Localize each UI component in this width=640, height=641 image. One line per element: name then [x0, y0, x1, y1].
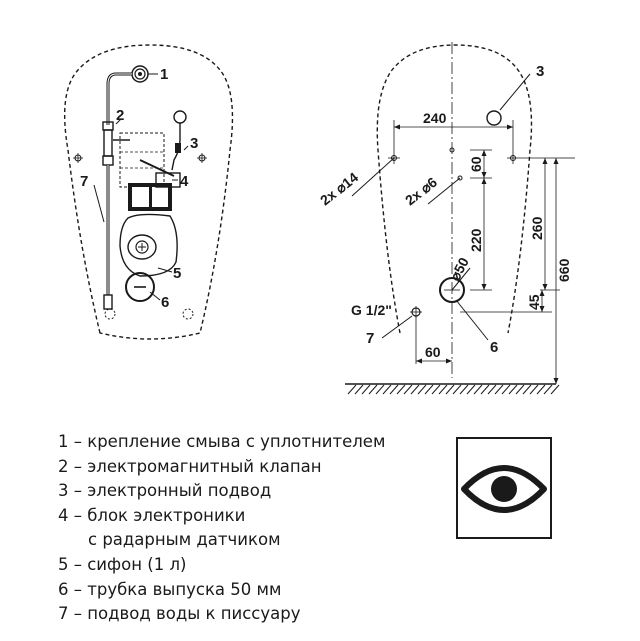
eye-symbol-box [456, 437, 552, 539]
floor-hatch-line [347, 384, 357, 395]
callout-6: 6 [161, 294, 169, 311]
floor-hatch-line [410, 384, 420, 395]
right-urinal-outline [376, 44, 533, 334]
lead-hole [486, 110, 502, 126]
technical-drawing: 1 2 3 4 5 6 7 3 [64, 42, 575, 395]
callout-4: 4 [180, 173, 189, 190]
dim-45 [460, 290, 552, 313]
floor-hatch-line [354, 384, 364, 395]
floor-hatch-line [389, 384, 399, 395]
legend-item-4-continuation: с радарным датчиком [88, 530, 281, 550]
floor-hatch-line [375, 384, 385, 395]
siphon-body [119, 213, 178, 277]
floor-hatch-line [459, 384, 469, 395]
dim-260-label: 260 [529, 216, 545, 240]
floor-hatch-line [438, 384, 448, 395]
supply-pipe-connector [103, 294, 113, 310]
right-callout-7: 7 [366, 330, 374, 347]
floor-hatch-line [396, 384, 406, 395]
dim-60-220 [470, 149, 492, 291]
dim-660 [553, 157, 575, 384]
dim-45-label: 45 [526, 294, 542, 310]
floor-hatch-line [508, 384, 518, 395]
legend-item-1: 1 – крепление смыва с уплотнителем [58, 432, 386, 451]
floor-hatch-line [522, 384, 532, 395]
left-urinal-outline [64, 44, 234, 340]
floor-hatch-line [382, 384, 392, 395]
legend-item-5: 5 – сифон (1 л) [58, 554, 187, 574]
legend-list: 1 – крепление смыва с уплотнителем 2 – э… [58, 430, 385, 627]
small-hole-mid [457, 175, 463, 181]
electronic-lead [171, 110, 187, 171]
dim-240 [393, 120, 514, 152]
floor-hatch-line [494, 384, 504, 395]
floor-hatch-line [431, 384, 441, 395]
dim-60-horizontal-label: 60 [425, 344, 441, 360]
outlet-tube [125, 272, 155, 302]
right-callout-6: 6 [490, 339, 498, 356]
right-callout-3: 3 [536, 63, 544, 80]
left-bottom-hole-left [104, 308, 116, 320]
floor-hatch-line [466, 384, 476, 395]
legend-item-7: 7 – подвод воды к писсуару [58, 604, 301, 624]
floor-hatch-line [529, 384, 539, 395]
floor-hatch-line [480, 384, 490, 395]
dim-260 [519, 157, 560, 291]
callout-1: 1 [160, 66, 168, 83]
floor-hatch-line [473, 384, 483, 395]
legend-item-6: 6 – трубка выпуска 50 мм [58, 579, 282, 599]
dim-240-label: 240 [423, 110, 447, 126]
floor-hatch-line [536, 384, 546, 395]
outlet-pipe-circle [439, 277, 465, 303]
flush-fitting [131, 65, 149, 83]
dim-660-label: 660 [556, 258, 572, 282]
dim-holes-6-label: 2x ⌀6 [402, 174, 440, 209]
mount-hole-right [507, 152, 519, 164]
callout-3: 3 [190, 135, 198, 152]
left-bottom-hole-right [182, 308, 194, 320]
left-mount-hole-right [197, 153, 207, 163]
floor-hatch-line [417, 384, 427, 395]
legend-item-3: 3 – электронный подвод [58, 481, 272, 501]
electronics-block [128, 159, 181, 211]
floor-hatch-line [487, 384, 497, 395]
floor-hatch-line [368, 384, 378, 395]
floor-hatch-line [361, 384, 371, 395]
dim-holes-14-label: 2x ⌀14 [317, 169, 361, 208]
callout-2: 2 [116, 107, 124, 124]
dim-thread-label: G 1/2" [351, 302, 392, 318]
floor-hatch-line [550, 384, 560, 395]
floor-hatch-line [403, 384, 413, 395]
right-view: 3 240 [317, 42, 575, 395]
floor-hatch-line [445, 384, 455, 395]
callout-7: 7 [80, 173, 88, 190]
floor-hatch-line [452, 384, 462, 395]
floor-hatch-line [424, 384, 434, 395]
dim-220-label: 220 [468, 228, 484, 252]
dim-60-horizontal [415, 316, 452, 364]
legend-item-4: 4 – блок электроники [58, 505, 246, 525]
floor-line [345, 383, 560, 395]
eye-icon [461, 465, 547, 513]
legend-item-2: 2 – электромагнитный клапан [58, 456, 322, 476]
left-mount-hole-left [73, 153, 83, 163]
floor-hatch-line [543, 384, 553, 395]
left-view: 1 2 3 4 5 6 7 [64, 44, 234, 340]
dim-60-label: 60 [468, 156, 484, 172]
floor-hatch-line [515, 384, 525, 395]
small-hole-top [449, 147, 455, 153]
siphon-cap [127, 234, 157, 260]
callout-5: 5 [173, 265, 181, 282]
floor-hatch-line [501, 384, 511, 395]
solenoid-valve [102, 121, 130, 166]
